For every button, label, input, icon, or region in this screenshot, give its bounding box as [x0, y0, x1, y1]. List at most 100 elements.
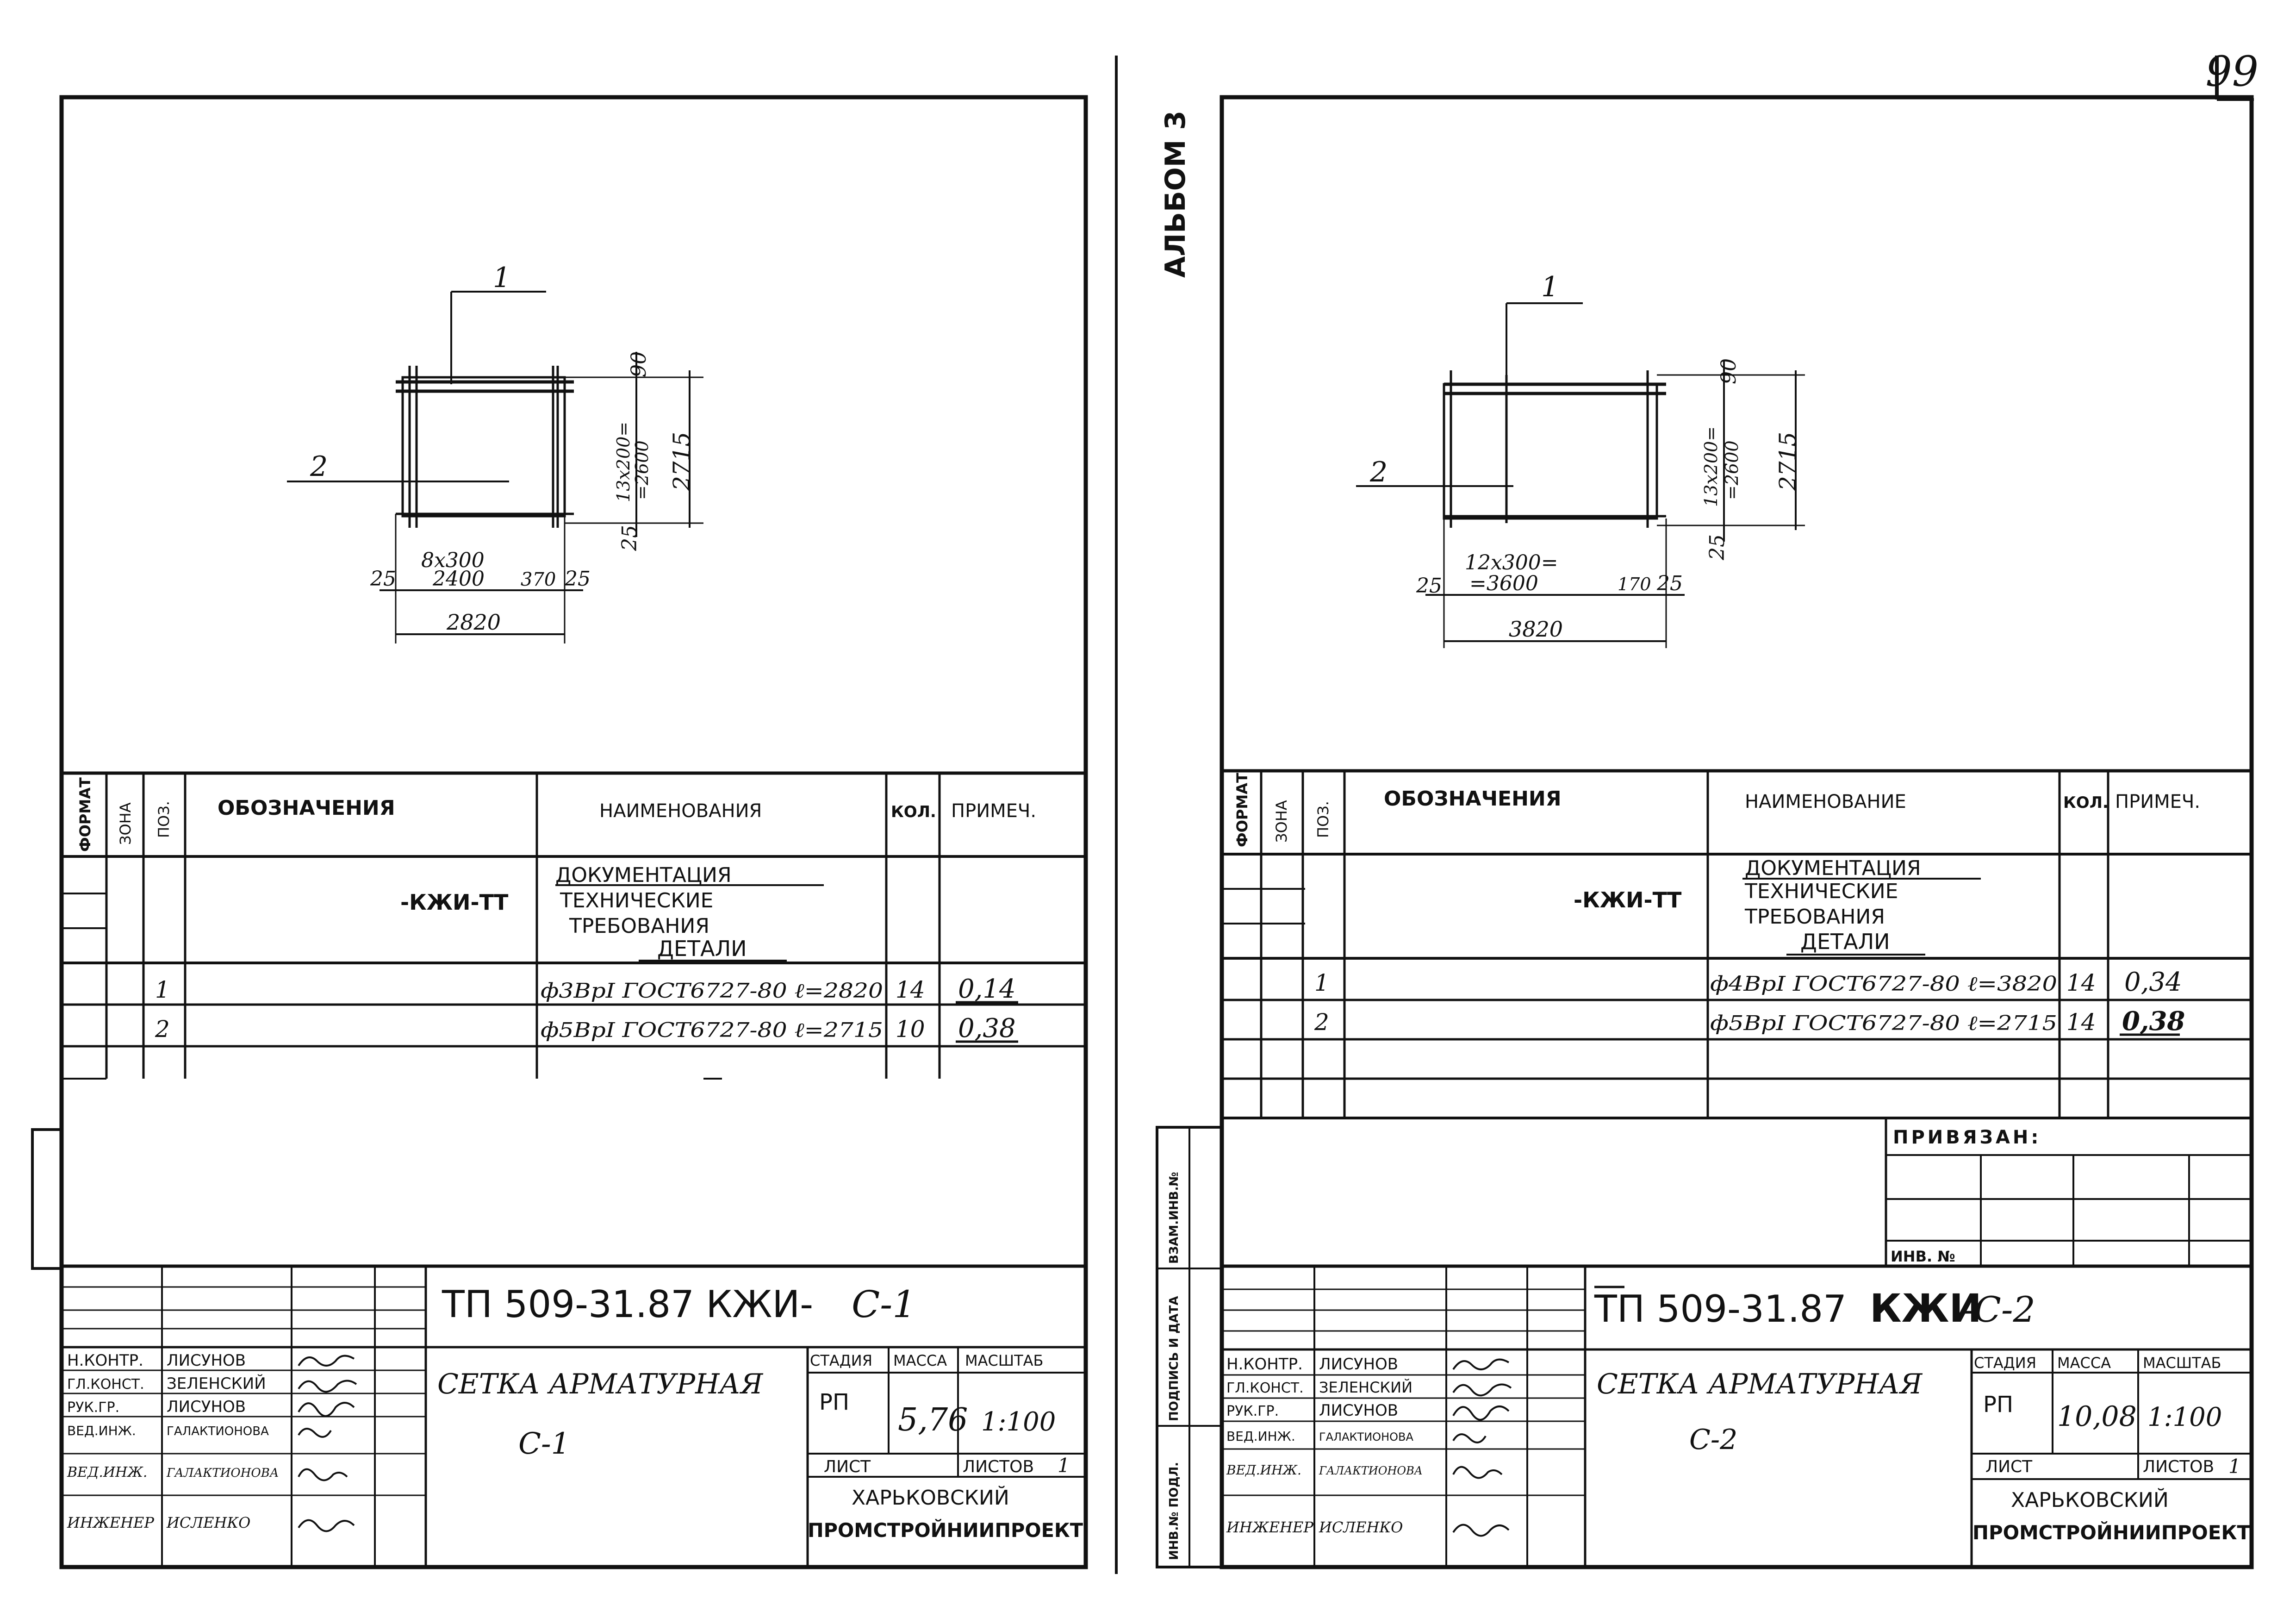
left-row-2-pos: 2 [155, 1016, 170, 1043]
right-strip-replace-inv: ВЗАМ.ИНВ.№ [1167, 1172, 1181, 1264]
left-row-2-qty: 10 [896, 1016, 925, 1043]
left-name-4: ГАЛАКТИОНОВА [167, 1424, 269, 1438]
right-role-6: ИНЖЕНЕР [1226, 1518, 1313, 1536]
page-number-box: 99 [2205, 47, 2259, 101]
left-col-pos: ПОЗ. [155, 801, 173, 838]
right-role-5: ВЕД.ИНЖ. [1226, 1462, 1301, 1478]
left-doc-name-1: ТЕХНИЧЕСКИЕ [560, 889, 713, 912]
left-sheet-frame [59, 95, 1088, 1569]
left-col-zone: ЗОНА [117, 802, 134, 845]
left-dim-25-left: 25 [370, 567, 396, 591]
right-name-5: ГАЛАКТИОНОВА [1319, 1464, 1423, 1477]
left-title-2: С-1 [518, 1427, 570, 1461]
left-org-1: ХАРЬКОВСКИЙ [852, 1485, 1009, 1510]
right-dim-25-left: 25 [1416, 574, 1442, 598]
left-col-note: ПРИМЕЧ. [951, 800, 1036, 822]
right-dim-25-vertical: 25 [1705, 534, 1729, 561]
left-dim-spacing: 8x300 [421, 549, 485, 572]
left-mesh-outline [401, 376, 566, 518]
right-row-1-pos: 1 [1314, 969, 1329, 996]
right-stage-value: РП [1983, 1392, 2013, 1418]
left-dim-25-vertical: 25 [618, 525, 641, 551]
left-col-designation: ОБОЗНАЧЕНИЯ [218, 796, 395, 820]
right-mass-value: 10,08 [2057, 1400, 2137, 1433]
left-doc-name-2: ТРЕБОВАНИЯ [569, 914, 709, 938]
right-row-2-qty: 14 [2066, 1009, 2096, 1036]
left-sheets-value: 1 [1058, 1454, 1070, 1477]
left-signatures [298, 1355, 357, 1532]
album-label: АЛЬБОМ 3 [1159, 111, 1192, 278]
left-doc-title: ДОКУМЕНТАЦИЯ [555, 863, 732, 887]
left-row-1-name: ф3ВрI ГОСТ6727-80 ℓ=2820 [541, 979, 883, 1003]
right-name-4: ГАЛАКТИОНОВА [1319, 1430, 1413, 1443]
right-dim-3820: 3820 [1509, 617, 1563, 642]
right-row-1-name: ф4ВрI ГОСТ6727-80 ℓ=3820 [1710, 972, 2057, 996]
left-row-1-pos: 1 [155, 976, 170, 1003]
left-stage-label: СТАДИЯ [810, 1352, 872, 1369]
right-doc-name-2: ТРЕБОВАНИЯ [1744, 905, 1885, 929]
right-drawing-code-suffix: -С-2 [1962, 1289, 2035, 1330]
left-role-6: ИНЖЕНЕР [67, 1514, 154, 1531]
left-col-name: НАИМЕНОВАНИЯ [599, 800, 762, 822]
left-sheet-label: ЛИСТ [824, 1457, 871, 1476]
right-col-name: НАИМЕНОВАНИЕ [1745, 791, 1906, 812]
left-row-2-note: 0,38 [958, 1013, 1016, 1043]
right-sheet-frame [1220, 95, 2254, 1569]
right-dim-90: 90 [1717, 358, 1741, 384]
left-role-1: Н.КОНТР. [67, 1351, 143, 1370]
left-row-2-name: ф5ВрI ГОСТ6727-80 ℓ=2715 [541, 1018, 883, 1042]
right-leader-2-label: 2 [1369, 456, 1388, 488]
left-dim-vertical-2: =2600 [632, 440, 652, 500]
left-drawing-code-suffix: С-1 [852, 1283, 916, 1326]
right-dim-170: 170 [1618, 574, 1651, 594]
left-role-5: ВЕД.ИНЖ. [67, 1464, 147, 1480]
right-row-1-note: 0,34 [2124, 967, 2182, 997]
left-dim-vertical-1: 13x200= [613, 422, 634, 502]
right-binding-label: ПРИВЯЗАН: [1893, 1127, 2041, 1148]
left-dim-2820: 2820 [446, 610, 501, 635]
left-dim-spacing-total: 2400 [432, 567, 485, 591]
right-strip-orig-inv: ИНВ.№ ПОДЛ. [1167, 1462, 1181, 1560]
left-mass-value: 5,76 [898, 1402, 968, 1438]
right-mesh-drawing: 1 2 90 13x200= =2600 2715 25 25 12x300= … [1356, 271, 1805, 648]
right-doc-name-1: ТЕХНИЧЕСКИЕ [1744, 880, 1898, 903]
left-mesh-drawing: 1 2 90 13x200= =2600 2715 25 25 8x300 24… [287, 262, 703, 643]
right-leader-1-label: 1 [1541, 271, 1559, 303]
left-stage-value: РП [819, 1389, 849, 1415]
right-spec-table: ФОРМАТ ЗОНА ПОЗ. ОБОЗНАЧЕНИЯ НАИМЕНОВАНИ… [1222, 769, 2252, 1119]
right-sheets-label: ЛИСТОВ [2143, 1457, 2214, 1476]
right-org-2: ПРОМСТРОЙНИИПРОЕКТ [1972, 1521, 2250, 1544]
left-sheet: 1 2 90 13x200= =2600 2715 25 25 8x300 24… [31, 95, 1088, 1569]
right-name-2: ЗЕЛЕНСКИЙ [1319, 1379, 1412, 1396]
right-doc-designation: -КЖИ-ТТ [1574, 887, 1682, 912]
right-col-pos: ПОЗ. [1314, 801, 1332, 838]
right-col-zone: ЗОНА [1273, 800, 1290, 843]
left-title-block: ТП 509-31.87 КЖИ- С-1 Н.КОНТР. ЛИСУНОВ Г… [62, 1264, 1086, 1567]
right-strip-sign-date: ПОДПИСЬ И ДАТА [1167, 1296, 1181, 1421]
left-name-1: ЛИСУНОВ [167, 1351, 246, 1370]
right-scale-value: 1:100 [2147, 1402, 2222, 1432]
right-col-designation: ОБОЗНАЧЕНИЯ [1384, 787, 1562, 811]
right-col-note: ПРИМЕЧ. [2115, 791, 2200, 812]
right-name-1: ЛИСУНОВ [1319, 1355, 1398, 1374]
left-leader-1-label: 1 [493, 262, 510, 294]
left-parts-title: ДЕТАЛИ [657, 936, 747, 961]
left-doc-designation: -КЖИ-ТТ [400, 890, 509, 915]
right-col-format: ФОРМАТ [1233, 773, 1251, 847]
right-dim-spacing: 12x300= [1465, 551, 1558, 575]
left-mass-label: МАССА [893, 1352, 947, 1369]
right-role-4: ВЕД.ИНЖ. [1226, 1429, 1295, 1444]
left-leader-2-label: 2 [310, 450, 328, 483]
right-sheets-value: 1 [2228, 1455, 2241, 1478]
right-dim-vertical-2: =2600 [1722, 440, 1742, 500]
right-drawing-code: ТП 509-31.87 [1594, 1287, 1847, 1330]
right-sheet-label: ЛИСТ [1985, 1457, 2033, 1476]
right-parts-title: ДЕТАЛИ [1800, 929, 1890, 954]
right-row-2-pos: 2 [1314, 1009, 1329, 1036]
left-name-6: ИСЛЕНКО [166, 1514, 250, 1531]
right-binding-inv-label: ИНВ. № [1891, 1248, 1955, 1265]
right-role-3: РУК.ГР. [1226, 1403, 1279, 1419]
left-name-5: ГАЛАКТИОНОВА [166, 1466, 279, 1480]
right-binding-block: ПРИВЯЗАН: ИНВ. № [1885, 1117, 2253, 1268]
